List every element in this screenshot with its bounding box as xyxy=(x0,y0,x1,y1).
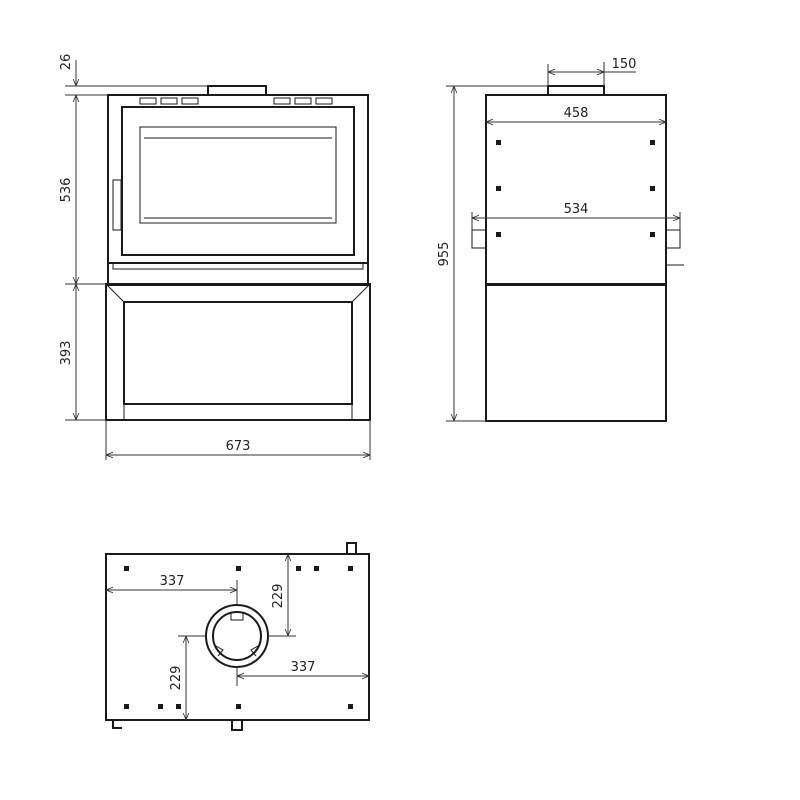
dim-top-label: 26 xyxy=(59,54,74,71)
dim-upper-width-label: 458 xyxy=(564,106,589,121)
dim-x-bottom-label: 337 xyxy=(291,660,316,675)
dim-flue-label: 150 xyxy=(612,57,637,72)
top-view: 337 229 229 337 xyxy=(105,542,370,731)
dim-base-label: 393 xyxy=(59,341,74,366)
front-base-opening xyxy=(123,301,353,405)
dim-x-top-label: 337 xyxy=(160,574,185,589)
side-left-knob xyxy=(471,229,487,249)
dim-width-label: 673 xyxy=(226,439,251,454)
front-upper-body xyxy=(107,94,369,286)
dim-y-top-label: 229 xyxy=(271,584,286,609)
top-left-foot xyxy=(112,720,122,729)
front-flue-collar xyxy=(207,85,267,96)
front-view: 26 536 393 673 xyxy=(59,54,371,460)
dim-y-bottom-label: 229 xyxy=(169,666,184,691)
side-bolt-dots xyxy=(496,140,655,237)
front-door xyxy=(121,106,355,256)
side-flue-collar xyxy=(547,85,605,96)
side-upper-body xyxy=(485,94,667,286)
flue-ring-inner xyxy=(212,611,262,661)
top-bottom-tab xyxy=(231,720,243,731)
side-right-knob xyxy=(665,229,681,249)
top-hook xyxy=(346,542,357,554)
front-top-vents xyxy=(139,97,333,105)
front-glass xyxy=(139,126,337,224)
dim-mid-width-label: 534 xyxy=(564,202,589,217)
door-handle xyxy=(112,179,122,231)
front-base xyxy=(105,283,371,421)
side-base xyxy=(485,283,667,422)
top-body xyxy=(105,553,370,721)
side-view: 150 458 534 955 xyxy=(437,57,684,422)
dim-height-label: 955 xyxy=(437,242,452,267)
dim-firebox-label: 536 xyxy=(59,178,74,203)
flue-ring-outer xyxy=(205,604,269,668)
top-bolt-dots xyxy=(124,566,353,709)
